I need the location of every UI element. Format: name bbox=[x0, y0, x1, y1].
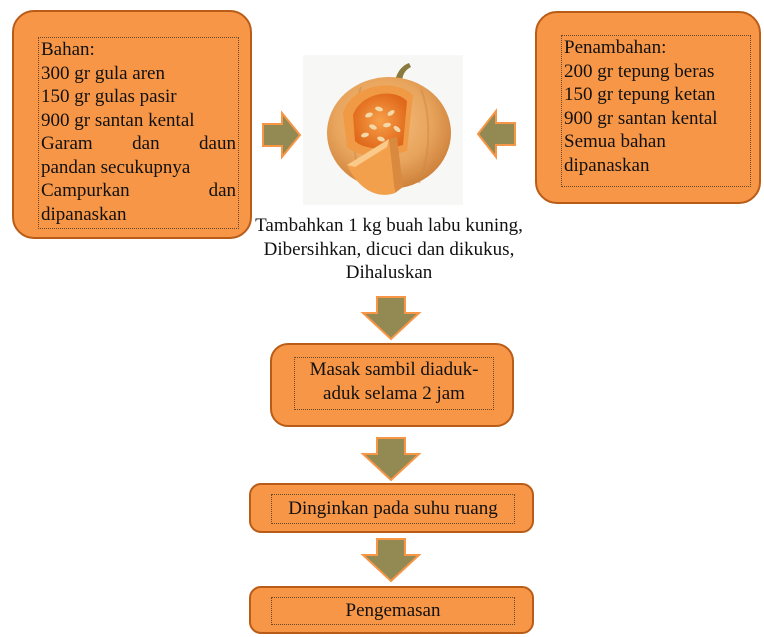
word: daun bbox=[199, 133, 236, 154]
word: dan bbox=[208, 180, 236, 201]
step-text-frame: Pengemasan bbox=[271, 597, 515, 625]
step-line: Pengemasan bbox=[345, 600, 441, 621]
arrow-right-icon bbox=[262, 110, 302, 160]
addition-line: dipanaskan bbox=[564, 154, 650, 176]
arrow-down-icon bbox=[360, 437, 422, 482]
step-line: aduk selama 2 jam bbox=[323, 382, 465, 404]
word: Campurkan bbox=[41, 180, 130, 201]
step-text-frame: Dinginkan pada suhu ruang bbox=[271, 494, 515, 524]
addition-line: Semua bahan bbox=[564, 131, 666, 152]
ingredient-line: dipanaskan bbox=[41, 203, 127, 225]
arrow-shape bbox=[360, 437, 422, 482]
addition-line: 150 gr tepung ketan bbox=[564, 84, 716, 105]
ingredient-line: Garam dan daun bbox=[41, 132, 236, 156]
ingredient-line: pandan secukupnya bbox=[41, 156, 191, 178]
step-cook-box: Masak sambil diaduk- aduk selama 2 jam bbox=[270, 343, 514, 427]
arrow-shape bbox=[476, 108, 516, 160]
additions-heading: Penambahan: bbox=[564, 37, 667, 58]
ingredient-line: 300 gr gula aren bbox=[41, 62, 165, 84]
caption-line: Tambahkan 1 kg buah labu kuning, bbox=[255, 215, 523, 236]
additions-text-frame: Penambahan: 200 gr tepung beras 150 gr t… bbox=[561, 35, 751, 187]
arrow-shape bbox=[262, 110, 302, 160]
ingredient-line: 150 gr gulas pasir bbox=[41, 86, 177, 107]
ingredient-line: 900 gr santan kental bbox=[41, 109, 195, 131]
ingredient-line: Campurkan dan bbox=[41, 179, 236, 203]
caption-line: Dihaluskan bbox=[345, 262, 433, 283]
word: dan bbox=[132, 133, 160, 154]
ingredients-box: Bahan: 300 gr gula aren 150 gr gulas pas… bbox=[12, 10, 252, 239]
step-line: Dinginkan pada suhu ruang bbox=[288, 498, 498, 519]
word: Garam bbox=[41, 133, 93, 154]
step-text-frame: Masak sambil diaduk- aduk selama 2 jam bbox=[294, 357, 494, 410]
step-cool-box: Dinginkan pada suhu ruang bbox=[249, 483, 534, 533]
arrow-shape bbox=[360, 538, 422, 583]
arrow-down-icon bbox=[360, 538, 422, 583]
arrow-left-icon bbox=[476, 108, 516, 160]
pumpkin-image bbox=[303, 55, 463, 205]
arrow-down-icon bbox=[360, 296, 422, 341]
addition-line: 900 gr santan kental bbox=[564, 107, 718, 129]
arrow-shape bbox=[360, 296, 422, 341]
ingredients-text-frame: Bahan: 300 gr gula aren 150 gr gulas pas… bbox=[38, 37, 239, 229]
pumpkin-caption: Tambahkan 1 kg buah labu kuning, Dibersi… bbox=[246, 214, 532, 285]
caption-line: Dibersihkan, dicuci dan dikukus, bbox=[263, 238, 515, 260]
additions-box: Penambahan: 200 gr tepung beras 150 gr t… bbox=[535, 11, 761, 204]
step-line: Masak sambil diaduk- bbox=[309, 359, 479, 380]
step-packaging-box: Pengemasan bbox=[249, 586, 534, 634]
ingredients-heading: Bahan: bbox=[41, 39, 95, 60]
addition-line: 200 gr tepung beras bbox=[564, 60, 715, 82]
